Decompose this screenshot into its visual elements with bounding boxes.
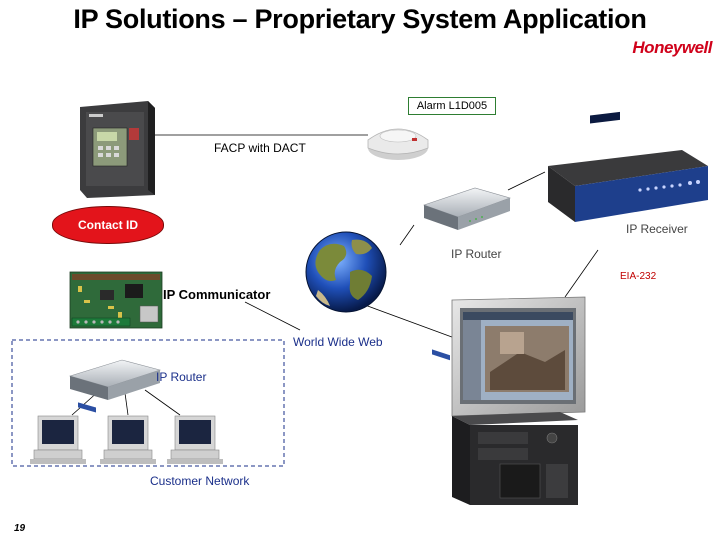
alarm-label-box: Alarm L1D005 xyxy=(408,97,496,115)
web-to-monitor-line xyxy=(364,304,461,341)
contact-id-oval: Contact ID xyxy=(52,206,164,244)
customer-pc-1 xyxy=(30,415,86,464)
customer-pc-3 xyxy=(167,415,223,464)
workstation-monitor xyxy=(451,296,586,417)
receiver-to-monitor-line xyxy=(564,249,599,298)
router-to-receiver-line xyxy=(507,171,546,191)
customer-pc-2 xyxy=(100,415,156,464)
facp-panel xyxy=(80,101,155,198)
ip-communicator-label: IP Communicator xyxy=(163,287,271,302)
ip-router-bottom-device xyxy=(68,359,162,413)
router-to-web-line xyxy=(399,224,415,246)
slide-title: IP Solutions – Proprietary System Applic… xyxy=(73,4,647,34)
customer-network-label: Customer Network xyxy=(150,474,250,488)
ip-router-bottom-label: IP Router xyxy=(156,370,207,384)
eia-232-label: EIA-232 xyxy=(620,271,657,282)
ip-router-top-device xyxy=(423,187,511,361)
page-number: 19 xyxy=(14,523,26,534)
honeywell-logo: Honeywell xyxy=(632,38,712,57)
facp-label: FACP with DACT xyxy=(214,141,306,155)
ip-receiver-device xyxy=(548,111,708,222)
router-to-pc3-line xyxy=(144,389,181,416)
ip-communicator-board xyxy=(69,271,163,329)
globe-icon xyxy=(305,231,387,313)
world-wide-web-label: World Wide Web xyxy=(293,335,383,349)
router-to-pc2-line xyxy=(124,392,129,416)
ip-receiver-label: IP Receiver xyxy=(626,222,688,236)
customer-network-box xyxy=(11,339,285,467)
communicator-to-web-line xyxy=(244,301,301,331)
smoke-detector xyxy=(367,128,429,160)
workstation-tower xyxy=(452,412,578,505)
ip-router-top-label: IP Router xyxy=(451,247,502,261)
connection-lines xyxy=(71,134,599,416)
